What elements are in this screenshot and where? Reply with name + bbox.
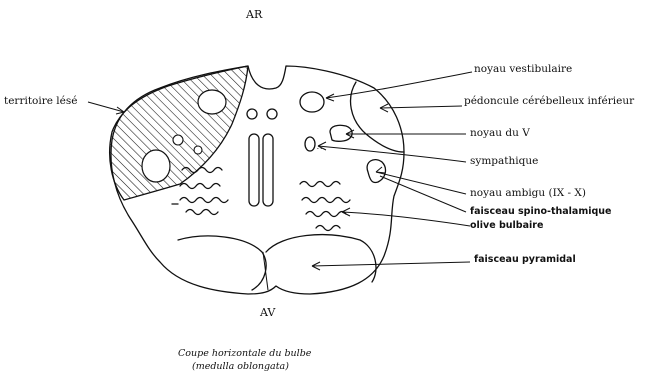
anterior-label: AV [259, 306, 276, 319]
caption-line-2: (medulla oblongata) [192, 361, 289, 372]
medial-lemniscus-right [263, 134, 273, 206]
pyramid-right [266, 235, 376, 282]
nucleus-ambiguus [367, 160, 385, 183]
label-trigeminal-nucleus: noyau du V [470, 127, 530, 139]
midline-circle-right [267, 109, 277, 119]
vestibular-nucleus [300, 92, 324, 112]
label-sympathetic: sympathique [470, 155, 538, 167]
inferior-olive-right [300, 182, 350, 231]
medial-lemniscus-left [249, 134, 259, 206]
lesion-vestibular-nucleus [198, 90, 226, 114]
lesion-small-nucleus-2 [194, 146, 202, 154]
label-pyramidal-tract: faisceau pyramidal [474, 254, 576, 265]
sympathetic-nucleus [305, 137, 315, 151]
label-vestibular-nucleus: noyau vestibulaire [474, 63, 572, 75]
label-inferior-cerebellar-peduncle: pédoncule cérébelleux inférieur [464, 95, 635, 107]
lesion-small-nucleus-1 [173, 135, 183, 145]
pyramid-left [178, 236, 266, 290]
label-inferior-olive: olive bulbaire [470, 220, 543, 231]
label-spinothalamic-tract: faisceau spino-thalamique [470, 206, 612, 217]
midline-circle-left [247, 109, 257, 119]
caption-line-1: Coupe horizontale du bulbe [178, 348, 312, 359]
posterior-label: AR [245, 8, 263, 21]
trigeminal-nucleus [330, 125, 352, 141]
label-nucleus-ambiguus: noyau ambigu (IX - X) [470, 187, 586, 199]
label-lesion-territory: territoire lésé [4, 95, 77, 107]
lesion-spinothalamic-blob [142, 150, 170, 182]
